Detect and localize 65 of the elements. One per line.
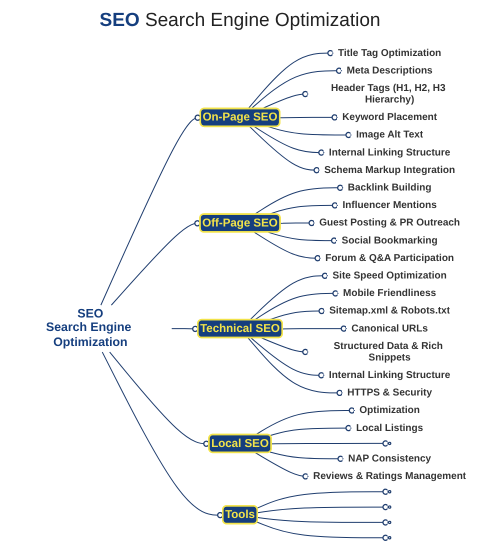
- connector-line: [248, 50, 334, 110]
- list-item-text: Forum & Q&A Participation: [325, 252, 454, 264]
- list-item-text: Internal Linking Structure: [328, 146, 450, 158]
- list-item-text: HTTPS & Security: [347, 387, 432, 398]
- connector-line: [254, 184, 344, 215]
- connector-line: [282, 325, 348, 332]
- list-item-text: Guest Posting & PR Outreach: [319, 217, 460, 228]
- connector-line: [254, 452, 309, 480]
- connector-line: [270, 440, 389, 447]
- connector-line: [280, 220, 316, 226]
- connector-line: [249, 272, 328, 321]
- connector-line: [109, 352, 210, 447]
- list-item-text: Header Tags (H1, H2, H3 Hierarchy): [330, 82, 446, 105]
- list-item-text: Internal Linking Structure: [328, 370, 450, 380]
- branch-pill: On-Page SEO: [200, 108, 280, 128]
- list-item-text: Image Alt Text: [356, 129, 424, 140]
- connector-line: [254, 126, 325, 156]
- connector-line: [250, 337, 325, 378]
- connector-line: [110, 220, 201, 306]
- list-item-text: Keyword Placement: [342, 112, 438, 122]
- list-item-text: Optimization: [359, 404, 420, 416]
- branch-pill: Technical SEO: [197, 318, 283, 338]
- list-item-text: Sitemap.xml & Robots.txt: [329, 305, 450, 316]
- list-item-text: Social Bookmarking: [342, 234, 438, 246]
- list-item-text: Title Tag Optimization: [338, 47, 442, 58]
- connector-line: [249, 126, 320, 174]
- list-item-text: Meta Descriptions: [346, 64, 433, 76]
- list-item-text: Reviews & Ratings Management: [313, 470, 466, 482]
- branch-pill: Off-Page SEO: [199, 213, 281, 233]
- connector-line: [248, 337, 344, 396]
- connector-line: [254, 232, 322, 262]
- list-item-text: Structured Data & Rich Snippets: [334, 340, 443, 363]
- connector-line: [257, 504, 389, 514]
- list-item-text: Influencer Mentions: [342, 200, 437, 210]
- connector-line: [261, 337, 309, 356]
- list-item-text: Canonical URLs: [351, 322, 428, 334]
- connector-line: [256, 488, 389, 509]
- connector-line: [254, 407, 356, 436]
- bullet-dot: [388, 505, 392, 509]
- connector-line: [280, 114, 338, 121]
- list-item-text: NAP Consistency: [348, 453, 432, 464]
- bullet-dot: [388, 520, 392, 524]
- connector-line: [269, 424, 352, 436]
- connector-line: [100, 114, 202, 306]
- connector-line: [171, 326, 199, 332]
- connector-line: [250, 68, 343, 110]
- branch-pill: Local SEO: [208, 434, 272, 454]
- connector-line: [256, 522, 389, 541]
- central-topic-text: SEO Search Engine Optimization: [46, 307, 132, 349]
- connector-line: [254, 290, 339, 321]
- connector-line: [102, 352, 224, 518]
- connector-line: [268, 126, 352, 138]
- list-item-text: Schema Markup Integration: [324, 164, 456, 176]
- connector-line: [268, 232, 338, 244]
- bullet-dot: [388, 490, 392, 494]
- list-item-text: Mobile Friendliness: [343, 288, 436, 298]
- list-item-text: Backlink Building: [348, 182, 432, 193]
- branch-pill: Tools: [222, 505, 258, 524]
- connector-line: [269, 452, 344, 462]
- list-item-text: Site Speed Optimization: [332, 270, 447, 281]
- connector-line: [257, 517, 389, 526]
- bullet-dot: [388, 536, 392, 540]
- list-item-text: Local Listings: [356, 422, 424, 434]
- diagram-title: SEO Search Engine Optimization: [100, 10, 380, 32]
- bullet-dot: [388, 442, 392, 446]
